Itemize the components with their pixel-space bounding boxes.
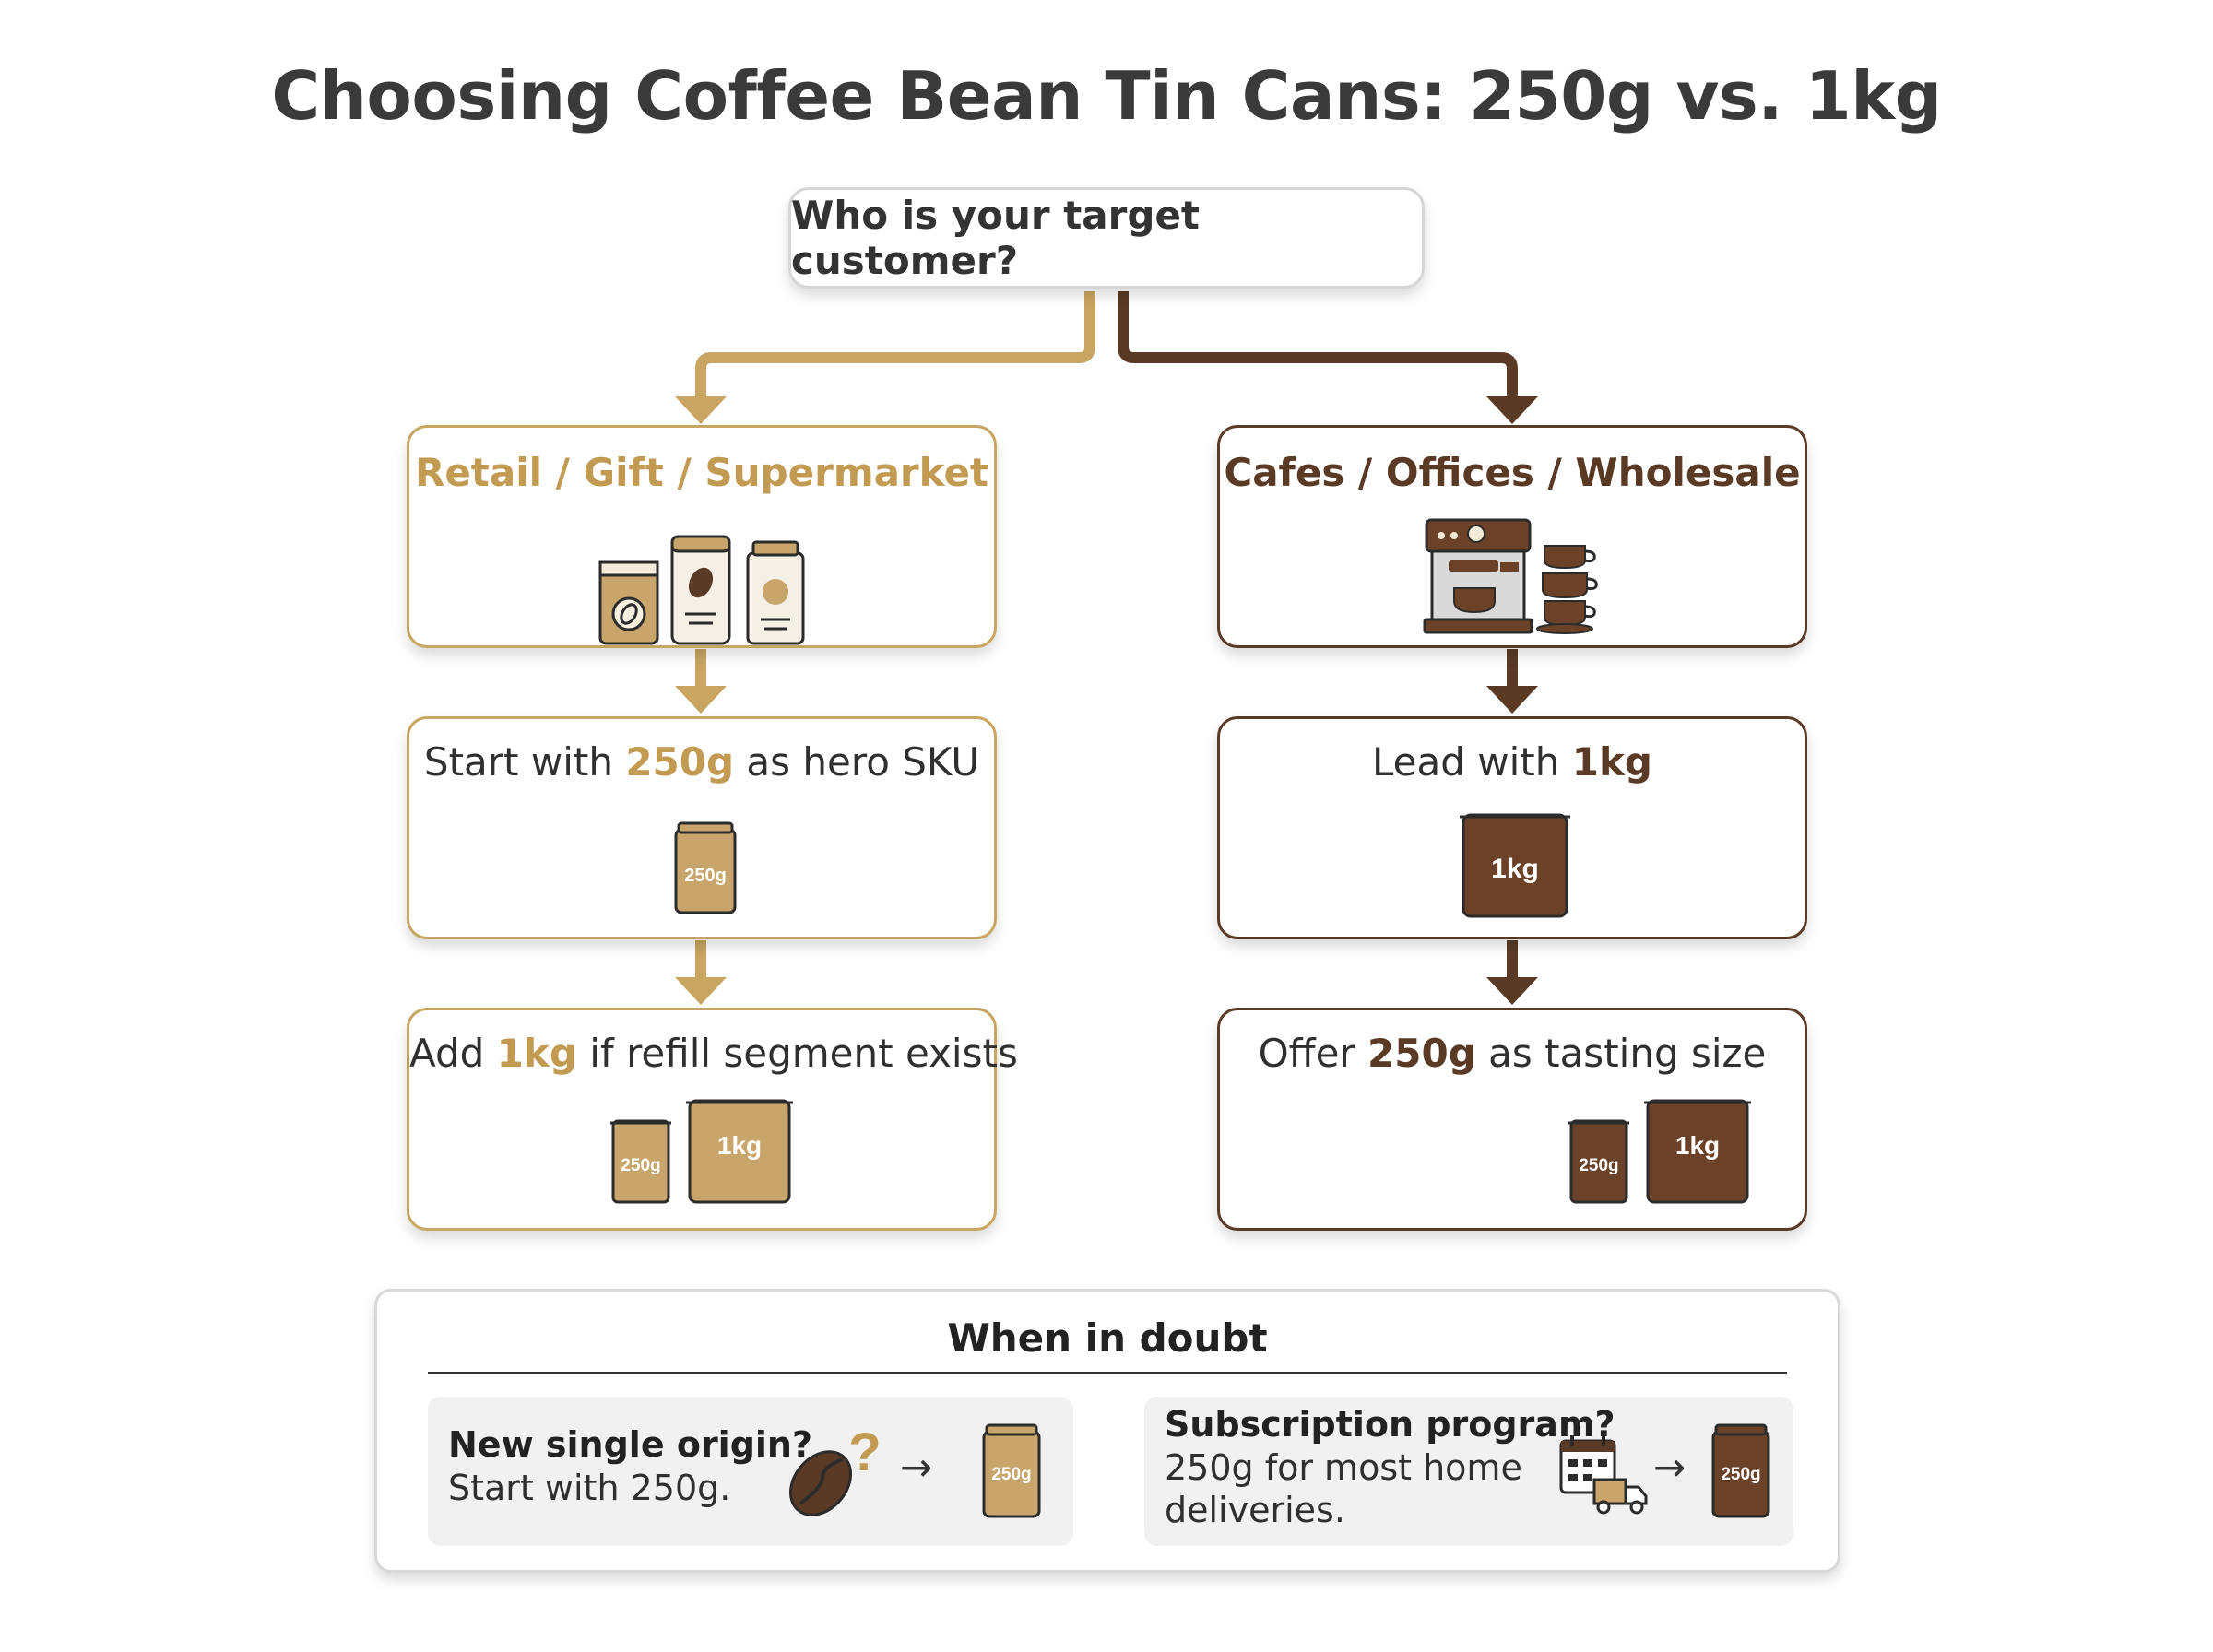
retail-step1-text: Start with 250g as hero SKU xyxy=(423,739,980,785)
coffee-bean-question-icon: ? xyxy=(788,1422,882,1516)
divider xyxy=(428,1372,1787,1374)
retail-step2-text: Add 1kg if refill segment exists xyxy=(409,1031,1018,1076)
arrowhead-left-step1 xyxy=(675,686,727,714)
can-label: 250g xyxy=(621,1156,660,1175)
connector-left-branch xyxy=(695,291,1095,402)
arrowhead-right-step2 xyxy=(1486,977,1538,1005)
retail-segment-box: Retail / Gift / Supermarket xyxy=(407,425,997,648)
stacked-cups-icon xyxy=(1536,545,1598,634)
can-250g-icon: 250g xyxy=(982,1423,1041,1518)
can-label: 250g xyxy=(991,1465,1031,1484)
retail-step2-highlight: 1kg xyxy=(496,1031,577,1076)
wholesale-heading: Cafes / Offices / Wholesale xyxy=(1224,450,1801,495)
subscription-title: Subscription program? xyxy=(1165,1404,1615,1445)
subscription-body: 250g for most home deliveries. xyxy=(1165,1447,1522,1530)
single-origin-panel: New single origin? Start with 250g. ? → … xyxy=(428,1397,1073,1546)
connector-right-branch xyxy=(1118,291,1518,402)
can-label: 1kg xyxy=(717,1131,762,1160)
page-title: Choosing Coffee Bean Tin Cans: 250g vs. … xyxy=(271,57,1942,135)
arrowhead-right-branch xyxy=(1486,396,1538,424)
wholesale-segment-box: Cafes / Offices / Wholesale xyxy=(1217,425,1807,648)
question-text: Who is your target customer? xyxy=(791,193,1200,283)
wholesale-step-tasting-size: Offer 250g as tasting size 250g 1kg xyxy=(1217,1008,1807,1231)
subscription-panel: Subscription program? 250g for most home… xyxy=(1144,1397,1793,1546)
wholesale-step-lead-1kg: Lead with 1kg 1kg xyxy=(1217,716,1807,939)
coffee-tin-icon xyxy=(670,535,731,645)
can-label: 1kg xyxy=(1675,1131,1720,1160)
arrow-icon: → xyxy=(900,1445,933,1490)
coffee-bag-icon xyxy=(598,560,659,645)
arrowhead-left-step2 xyxy=(675,977,727,1005)
retail-step-add-1kg: Add 1kg if refill segment exists 250g 1k… xyxy=(407,1008,1018,1231)
arrow-icon: → xyxy=(1653,1445,1686,1490)
can-1kg-icon: 1kg xyxy=(686,1099,793,1204)
can-label: 250g xyxy=(1579,1156,1618,1175)
can-250g-icon: 250g xyxy=(674,821,737,914)
can-250g-icon: 250g xyxy=(1568,1119,1629,1204)
can-250g-icon: 250g xyxy=(1711,1423,1770,1518)
can-1kg-icon: 1kg xyxy=(1460,813,1570,918)
coffee-canister-icon xyxy=(746,540,805,645)
wholesale-step1-highlight: 1kg xyxy=(1571,739,1652,785)
can-250g-icon: 250g xyxy=(610,1119,671,1204)
single-origin-title: New single origin? xyxy=(448,1424,813,1465)
wholesale-step2-highlight: 250g xyxy=(1367,1031,1476,1076)
question-mark: ? xyxy=(848,1422,881,1482)
when-in-doubt-box: When in doubt New single origin? Start w… xyxy=(374,1289,1840,1573)
doubt-title: When in doubt xyxy=(947,1316,1268,1361)
calendar-delivery-truck-icon xyxy=(1559,1435,1648,1515)
retail-step-hero-sku: Start with 250g as hero SKU 250g xyxy=(407,716,997,939)
retail-products-icon xyxy=(598,535,805,645)
wholesale-step2-text: Offer 250g as tasting size xyxy=(1258,1031,1767,1076)
can-label: 1kg xyxy=(1491,854,1539,884)
wholesale-equipment-icon xyxy=(1423,518,1598,634)
can-label: 250g xyxy=(1721,1465,1760,1484)
espresso-machine-icon xyxy=(1423,518,1533,634)
can-label: 250g xyxy=(684,866,727,886)
single-origin-body: Start with 250g. xyxy=(448,1468,731,1508)
wholesale-step1-text: Lead with 1kg xyxy=(1372,739,1652,785)
question-box: Who is your target customer? xyxy=(788,187,1425,289)
retail-heading: Retail / Gift / Supermarket xyxy=(414,450,989,495)
arrowhead-right-step1 xyxy=(1486,686,1538,714)
retail-step1-highlight: 250g xyxy=(625,739,735,785)
can-1kg-icon: 1kg xyxy=(1644,1099,1751,1204)
arrowhead-left-branch xyxy=(675,396,727,424)
